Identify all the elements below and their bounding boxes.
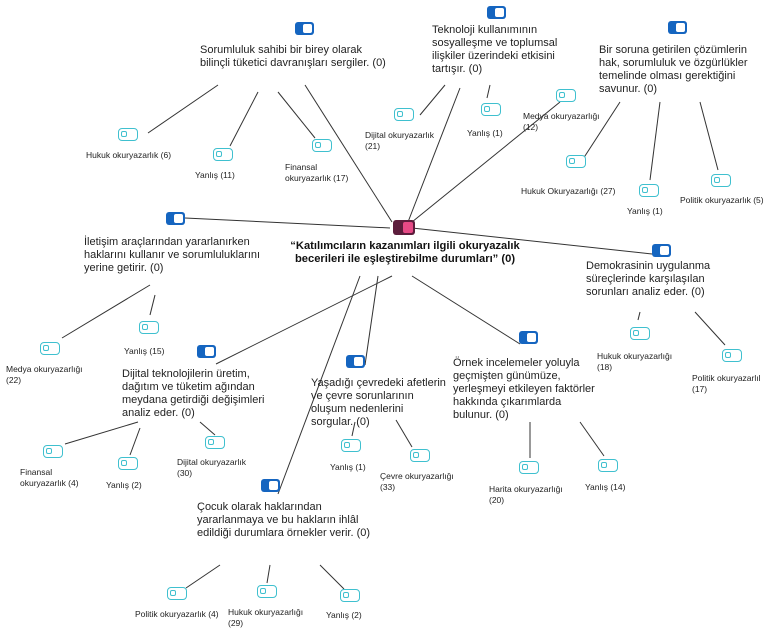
node-label-n7: Yaşadığı çevredeki afetlerin ve çevre so… <box>311 377 446 428</box>
node-icon-n4[interactable] <box>166 212 185 225</box>
node-icon-n3[interactable] <box>668 21 687 34</box>
node-label-n8: Örnek incelemeler yoluyla geçmişten günü… <box>453 357 595 421</box>
leaf-icon-l21[interactable] <box>167 587 187 600</box>
node-icon-n8[interactable] <box>519 331 538 344</box>
leaf-icon-l22[interactable] <box>257 585 277 598</box>
leaf-icon-l12[interactable] <box>630 327 650 340</box>
leaf-label-l21: Politik okuryazarlık (4) <box>135 609 219 619</box>
leaf-icon-l8[interactable] <box>639 184 659 197</box>
edge-center-n9 <box>277 275 361 495</box>
edge-center-n3 <box>411 101 561 223</box>
leaf-icon-l13[interactable] <box>722 349 742 362</box>
node-label-n3: Bir soruna getirilen çözümlerin hak, sor… <box>599 44 748 95</box>
leaf-icon-l19[interactable] <box>519 461 539 474</box>
leaf-icon-l1[interactable] <box>118 128 138 141</box>
leaf-icon-l23[interactable] <box>340 589 360 602</box>
leaf-icon-l15[interactable] <box>118 457 138 470</box>
node-icon-n7[interactable] <box>346 355 365 368</box>
node-icon-n2[interactable] <box>487 6 506 19</box>
edge-center-n4 <box>184 217 391 229</box>
leaf-icon-l4[interactable] <box>394 108 414 121</box>
leaf-label-l8: Yanlış (1) <box>627 206 663 216</box>
leaf-label-l7: Hukuk Okuryazarlığı (27) <box>521 186 616 196</box>
node-icon-n9[interactable] <box>261 479 280 492</box>
node-label-n5: Demokrasinin uygulanma süreçlerinde karş… <box>586 260 711 298</box>
leaf-label-l2: Yanlış (11) <box>195 170 235 180</box>
edge-center-n5 <box>411 227 653 255</box>
leaf-label-l6: Medya okuryazarlığı (12) <box>523 111 600 132</box>
leaf-label-l16: Dijital okuryazarlık (30) <box>177 457 246 478</box>
node-icon-n5[interactable] <box>652 244 671 257</box>
center-node-icon[interactable] <box>393 220 415 235</box>
edge-center-n1 <box>304 84 393 223</box>
leaf-label-l14: Finansal okuryazarlık (4) <box>20 467 79 488</box>
node-label-n2: Teknoloji kullanımının sosyalleşme ve to… <box>432 24 558 75</box>
node-label-n6: Dijital teknolojilerin üretim, dağıtım v… <box>122 368 265 419</box>
leaf-label-l20: Yanlış (14) <box>585 482 626 492</box>
edge-center-n7 <box>364 275 379 366</box>
leaf-icon-l9[interactable] <box>711 174 731 187</box>
node-label-n4: İletişim araçlarından yararlanırken hakl… <box>84 236 261 274</box>
leaf-icon-l3[interactable] <box>312 139 332 152</box>
node-label-n1: Sorumluluk sahibi bir birey olarak bilin… <box>200 44 386 69</box>
edge-center-n6 <box>215 275 393 365</box>
leaf-icon-l14[interactable] <box>43 445 63 458</box>
leaf-label-l11: Yanlış (15) <box>124 346 165 356</box>
leaf-icon-l17[interactable] <box>341 439 361 452</box>
leaf-label-l13: Politik okuryazarlıl (17) <box>692 373 761 394</box>
leaf-label-l15: Yanlış (2) <box>106 480 142 490</box>
leaf-icon-l2[interactable] <box>213 148 233 161</box>
leaf-label-l23: Yanlış (2) <box>326 610 362 620</box>
leaf-label-l4: Dijital okuryazarlık (21) <box>365 130 434 151</box>
leaf-label-l19: Harita okuryazarlığı (20) <box>489 484 563 505</box>
leaf-icon-l20[interactable] <box>598 459 618 472</box>
leaf-label-l10: Medya okuryazarlığı (22) <box>6 364 83 385</box>
leaf-icon-l6[interactable] <box>556 89 576 102</box>
leaf-label-l12: Hukuk okuryazarlığı (18) <box>597 351 673 372</box>
leaf-label-l18: Çevre okuryazarlığı (33) <box>380 471 454 492</box>
leaf-icon-l11[interactable] <box>139 321 159 334</box>
leaf-label-l17: Yanlış (1) <box>330 462 366 472</box>
leaf-label-l22: Hukuk okuryazarlığı (29) <box>228 607 304 628</box>
edge-center-n2 <box>407 87 461 223</box>
leaf-icon-l16[interactable] <box>205 436 225 449</box>
leaf-icon-l7[interactable] <box>566 155 586 168</box>
node-label-n9: Çocuk olarak haklarından yararlanmaya ve… <box>197 501 371 539</box>
leaf-icon-l5[interactable] <box>481 103 501 116</box>
leaf-label-l1: Hukuk okuryazarlık (6) <box>86 150 172 160</box>
leaf-label-l9: Politik okuryazarlık (5) <box>680 195 764 205</box>
leaf-icon-l18[interactable] <box>410 449 430 462</box>
edge-center-n8 <box>411 275 521 345</box>
node-icon-n6[interactable] <box>197 345 216 358</box>
node-icon-n1[interactable] <box>295 22 314 35</box>
leaf-label-l5: Yanlış (1) <box>467 128 503 138</box>
center-node-label: “Katılımcıların kazanımları ilgili okury… <box>290 240 520 265</box>
leaf-icon-l10[interactable] <box>40 342 60 355</box>
leaf-label-l3: Finansal okuryazarlık (17) <box>285 162 349 183</box>
